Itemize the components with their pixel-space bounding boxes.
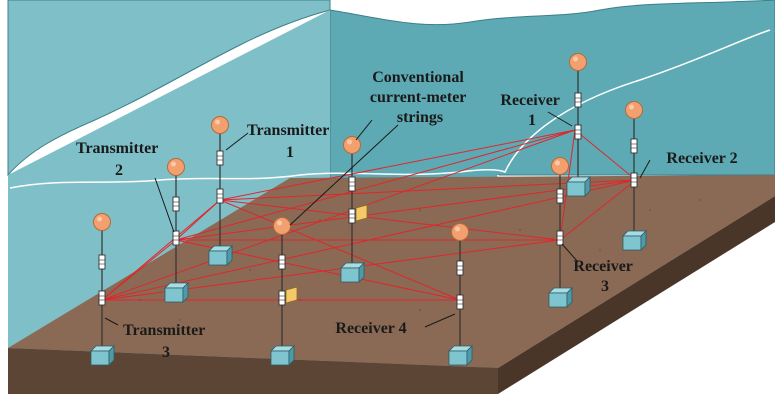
label-conventional: Conventional current-meter strings	[370, 69, 470, 126]
instrument-icon	[348, 176, 356, 192]
instrument-icon	[456, 260, 464, 276]
moorings	[90, 53, 647, 366]
water-left-face	[7, 0, 331, 177]
mooring-float-icon	[569, 53, 587, 71]
anchor-block-icon	[548, 287, 573, 308]
anchor-block-icon	[622, 230, 647, 251]
mooring-transmitter-2	[164, 158, 189, 303]
instrument-icon	[278, 290, 286, 306]
anchor-block-icon	[566, 176, 591, 197]
mooring-float-icon	[625, 101, 643, 119]
instrument-icon	[98, 254, 106, 270]
water-surface-line	[9, 29, 771, 189]
mooring-float-icon	[93, 213, 111, 231]
callout-leaders	[104, 111, 651, 328]
seabed-right-side	[498, 196, 775, 394]
mooring-float-icon	[211, 116, 229, 134]
instrument-icon	[574, 92, 582, 108]
instrument-icon	[574, 124, 582, 140]
instrument-icon	[348, 208, 356, 224]
instrument-icon	[630, 138, 638, 154]
mooring-transmitter-1	[208, 116, 233, 266]
anchor-block-icon	[164, 282, 189, 303]
instrument-icon	[456, 294, 464, 310]
instrument-icon	[556, 230, 564, 246]
instrument-icon	[216, 188, 224, 204]
instrument-icon	[556, 188, 564, 204]
label-receiver-4: Receiver 4	[335, 320, 406, 337]
mooring-float-icon	[273, 217, 291, 235]
label-transmitter-3: Transmitter 3	[123, 322, 209, 361]
mooring-float-icon	[167, 158, 185, 176]
instrument-icon	[172, 230, 180, 246]
mooring-receiver-3	[548, 157, 573, 308]
current-meter-vane-icon	[285, 286, 298, 304]
instrument-icon	[172, 196, 180, 212]
anchor-block-icon	[90, 345, 115, 366]
instrument-icon	[278, 254, 286, 270]
label-receiver-2: Receiver 2	[666, 150, 737, 167]
anchor-block-icon	[208, 245, 233, 266]
mooring-float-icon	[451, 223, 469, 241]
mooring-current-meter-a	[270, 217, 298, 366]
current-meter-vane-icon	[355, 204, 368, 222]
instrument-icon	[98, 290, 106, 306]
mooring-transmitter-3	[90, 213, 115, 366]
instrument-icon	[630, 172, 638, 188]
anchor-block-icon	[270, 345, 295, 366]
mooring-float-icon	[551, 157, 569, 175]
label-transmitter-1: Transmitter 1	[247, 122, 333, 161]
label-receiver-1: Receiver 1	[500, 92, 563, 129]
label-receiver-3: Receiver 3	[573, 258, 636, 295]
instrument-icon	[216, 150, 224, 166]
seabed-front-side	[8, 348, 498, 394]
label-transmitter-2: Transmitter 2	[76, 140, 162, 179]
diagram-labels: Conventional current-meter strings Trans…	[76, 69, 738, 361]
anchor-block-icon	[340, 262, 365, 283]
mooring-receiver-2	[622, 101, 647, 251]
mooring-receiver-1	[566, 53, 591, 197]
mooring-float-icon	[343, 136, 361, 154]
mooring-current-meter-b	[340, 136, 368, 283]
mooring-receiver-4	[448, 223, 473, 366]
anchor-block-icon	[448, 345, 473, 366]
